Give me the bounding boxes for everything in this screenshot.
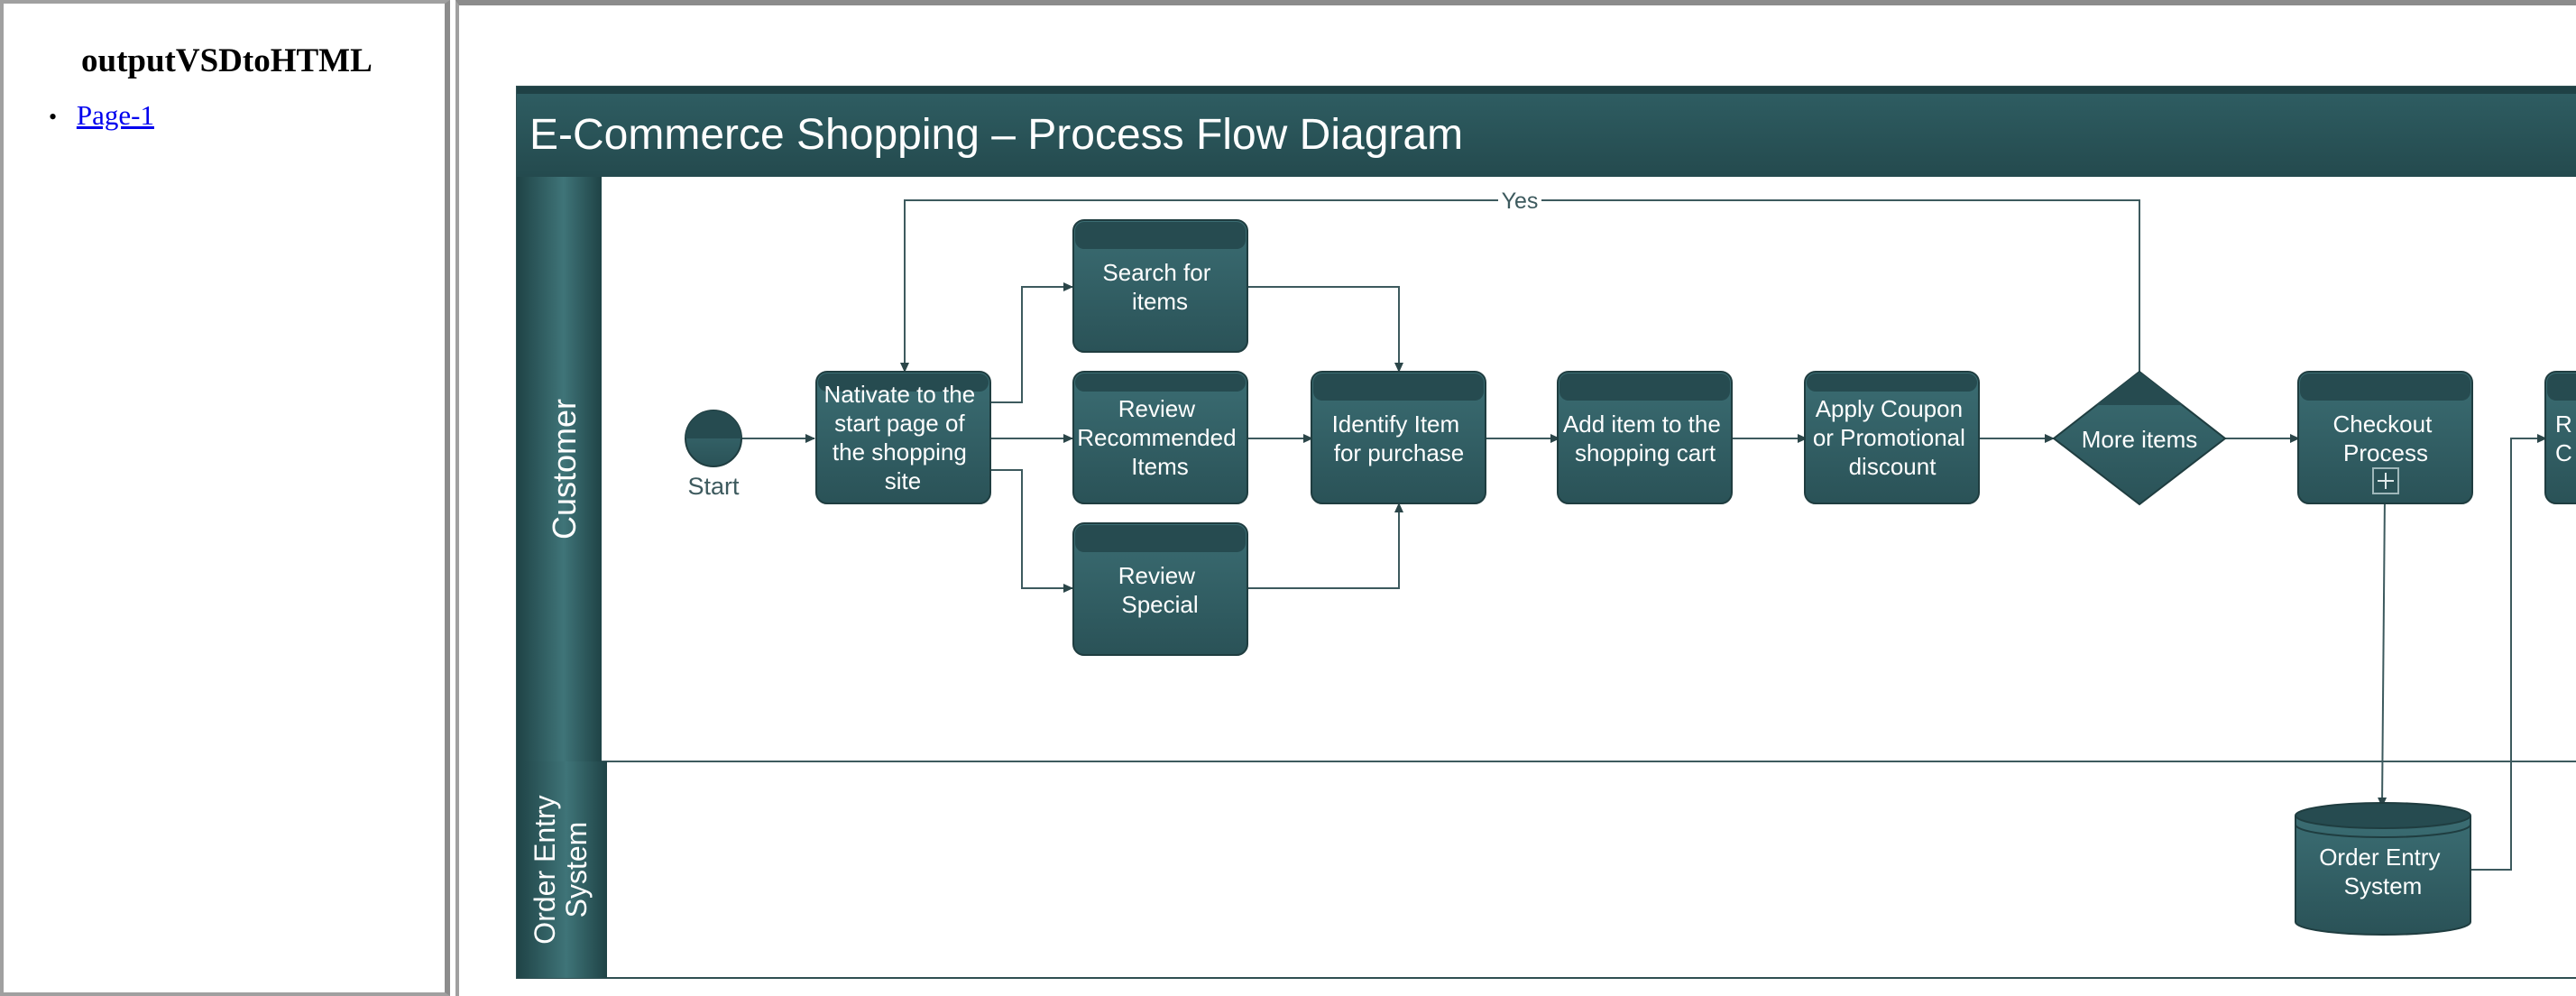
svg-text:Checkout Process: Checkout Process xyxy=(2332,410,2438,466)
sidebar-title: outputVSDtoHTML xyxy=(81,42,373,79)
node-cut-off[interactable]: R C xyxy=(2544,371,2576,504)
customer-lane-label: Customer xyxy=(546,399,583,540)
decision-more-items[interactable]: More items xyxy=(2052,370,2227,506)
node-navigate[interactable]: Nativate to the start page of the shoppi… xyxy=(815,371,991,504)
navigation-frame: outputVSDtoHTML Page-1 xyxy=(0,0,450,996)
page-list-item: Page-1 xyxy=(49,97,154,135)
svg-text:Search for items: Search for items xyxy=(1102,259,1217,315)
page-list: Page-1 xyxy=(49,97,154,135)
diagram-frame: E-Commerce Shopping – Process Flow Diagr… xyxy=(455,0,2576,996)
svg-text:Identify Item for purc: Identify Item for purchase xyxy=(1332,410,1467,466)
connector-search-identify xyxy=(1247,286,1403,373)
svg-text:Add item to the shoppi: Add item to the shopping cart xyxy=(1563,410,1727,466)
start-event-cap xyxy=(685,410,741,438)
pool-frame xyxy=(516,86,2576,979)
connector-navigate-search xyxy=(990,282,1073,403)
connector-navigate-special xyxy=(990,469,1073,593)
svg-text:Review Special: Review Special xyxy=(1118,562,1201,618)
svg-text:Review Recommended: Review Recommended Items xyxy=(1077,395,1243,480)
svg-text:Nativate to the start: Nativate to the start page of the shoppi… xyxy=(824,381,982,494)
order-entry-lane-label-line1: Order Entry xyxy=(529,795,561,944)
node-apply-coupon[interactable]: Apply Coupon or Promotional discount xyxy=(1804,371,1980,504)
node-review-special[interactable]: Review Special xyxy=(1072,522,1248,656)
connector-special-identify xyxy=(1247,503,1403,589)
svg-text:Order Entry System: Order Entry System xyxy=(2319,844,2447,899)
page-1-link[interactable]: Page-1 xyxy=(76,99,154,131)
title-bar-top-strip xyxy=(517,87,2576,94)
connector-orderdb-next xyxy=(2465,434,2547,871)
start-label: Start xyxy=(687,473,740,500)
subprocess-plus-icon[interactable] xyxy=(2372,467,2399,494)
yes-label-bg xyxy=(1498,189,1541,213)
svg-text:R C: R C xyxy=(2555,410,2576,466)
connector-checkout-orderdb xyxy=(2378,493,2387,807)
svg-text:More items: More items xyxy=(2082,426,2198,453)
node-identify-item[interactable]: Identify Item for purchase xyxy=(1311,371,1486,504)
yes-label: Yes xyxy=(1502,189,1539,214)
order-entry-lane-label-line2: System xyxy=(560,822,593,918)
svg-text:Apply Coupon or Promot: Apply Coupon or Promotional discount xyxy=(1813,395,1972,480)
datastore-order-entry-system[interactable]: Order Entry System xyxy=(2295,802,2471,936)
customer-lane-header xyxy=(517,177,602,761)
node-review-recommended[interactable]: Review Recommended Items xyxy=(1072,371,1248,504)
node-checkout-process[interactable]: Checkout Process xyxy=(2297,371,2473,504)
diagram-title: E-Commerce Shopping – Process Flow Diagr… xyxy=(529,111,1463,159)
order-entry-lane-header xyxy=(517,761,607,978)
node-search-items[interactable]: Search for items xyxy=(1072,219,1248,353)
title-bar xyxy=(517,87,2576,177)
node-add-to-cart[interactable]: Add item to the shopping cart xyxy=(1557,371,1733,504)
process-flow-diagram: E-Commerce Shopping – Process Flow Diagr… xyxy=(516,86,2576,979)
